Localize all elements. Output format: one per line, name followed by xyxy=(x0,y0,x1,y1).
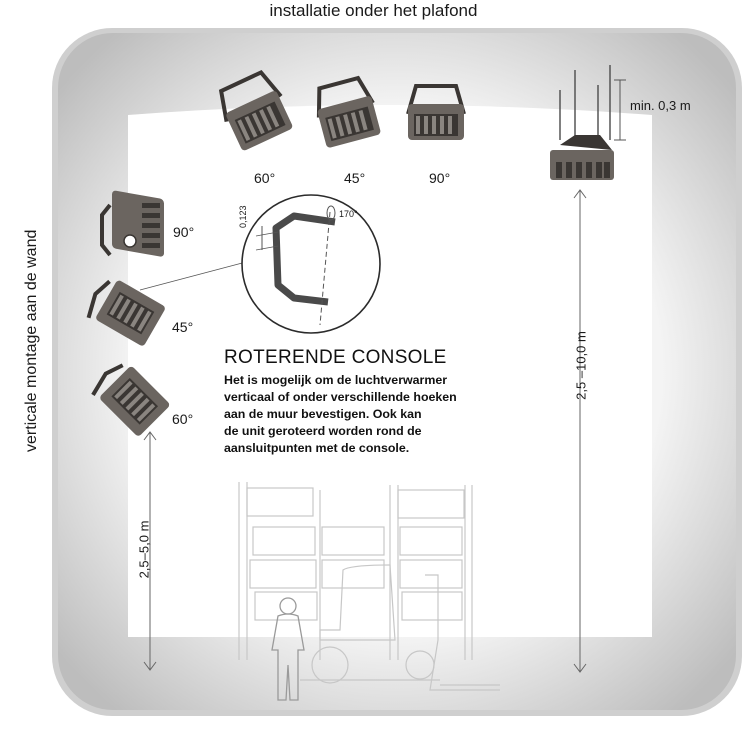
wall-angle-60: 60° xyxy=(172,411,194,427)
wall-height-label: 2,5–5,0 m xyxy=(136,520,152,579)
warehouse-sketch xyxy=(238,482,500,691)
info-panel: ROTERENDE CONSOLE Het is mogelijk om de … xyxy=(224,347,484,457)
wall-mounting-title: verticale montage aan de wand xyxy=(23,229,40,452)
ceiling-height-label: 2,5 –10,0 m xyxy=(573,331,589,400)
wall-angle-90: 90° xyxy=(173,224,195,240)
info-line: de unit geroteerd worden rond de xyxy=(224,424,422,438)
suspended-heater xyxy=(550,65,626,180)
info-title: ROTERENDE CONSOLE xyxy=(224,347,447,368)
person-icon xyxy=(271,597,305,701)
wall-angle-45: 45° xyxy=(172,319,194,335)
ceiling-angle-60: 60° xyxy=(254,170,276,186)
ceiling-installation-title: installatie onder het plafond xyxy=(269,1,478,20)
wall-heater-45 xyxy=(86,279,165,346)
callout-line xyxy=(139,261,247,291)
console-detail xyxy=(241,194,381,334)
console-offset-label: 0,123 xyxy=(238,205,248,228)
ceiling-angle-45: 45° xyxy=(344,170,366,186)
info-line: verticaal of onder verschillende hoeken xyxy=(224,390,457,404)
forklift-icon xyxy=(319,564,396,641)
info-line: aan de muur bevestigen. Ook kan xyxy=(224,407,422,421)
dimension-wall-height xyxy=(143,431,157,671)
console-rotation-label: 170° xyxy=(339,209,358,219)
ceiling-heater-60 xyxy=(218,69,293,151)
room-frame xyxy=(52,28,742,716)
min-distance-label: min. 0,3 m xyxy=(630,98,691,113)
ceiling-heater-45 xyxy=(316,75,381,148)
info-line: Het is mogelijk om de luchtverwarmer xyxy=(224,373,448,387)
info-body: Het is mogelijk om de luchtverwarmer ver… xyxy=(224,372,484,457)
info-line: aansluitpunten met de console. xyxy=(224,441,410,455)
dimension-ceiling-height xyxy=(573,189,587,673)
ceiling-heater-90 xyxy=(406,84,466,140)
wall-heater-60 xyxy=(91,363,170,436)
wall-heater-90 xyxy=(100,190,164,257)
ceiling-angle-90: 90° xyxy=(429,170,451,186)
